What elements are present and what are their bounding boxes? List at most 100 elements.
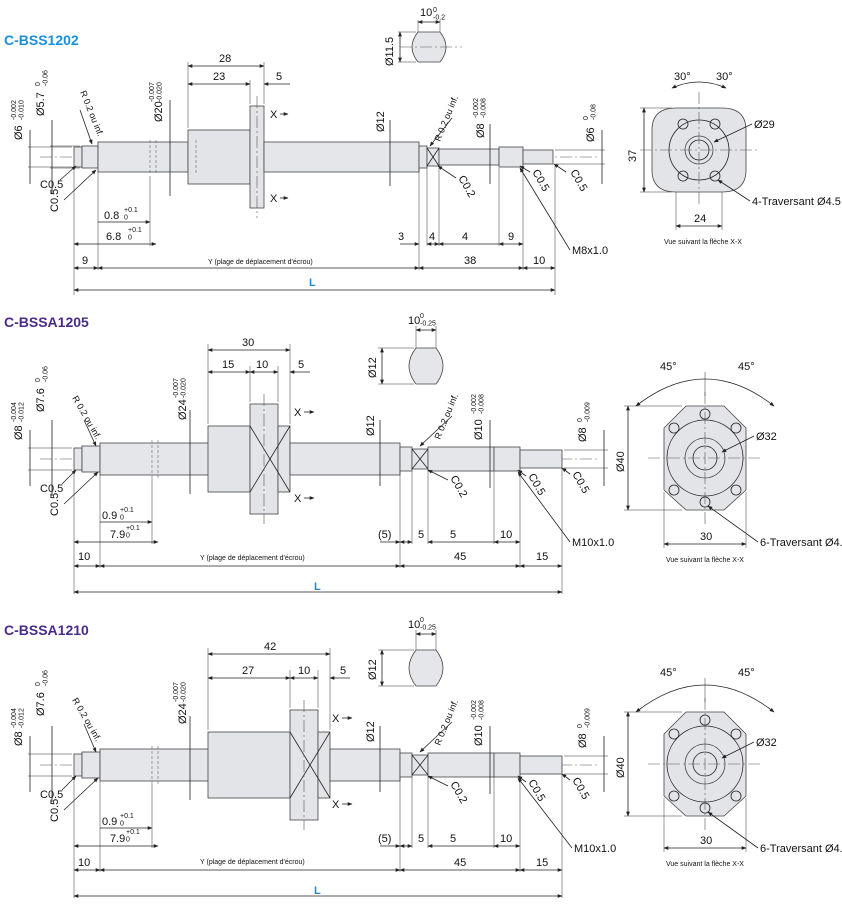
chamfer-right-2: C0.5: [569, 470, 591, 496]
left-end-length: 9: [82, 255, 88, 267]
right-end-length: 45: [454, 551, 466, 563]
nut-mid-length: 10: [256, 359, 268, 371]
chamfer-right-1: C0.5: [525, 472, 547, 498]
flat-width: 10: [408, 619, 420, 631]
chamfer-left-2: C0.5: [49, 799, 61, 822]
flange-holes: 6-Traversant Ø4.5: [760, 843, 842, 855]
bearing-seat-dia-tol: -0.002-0.008: [471, 394, 485, 414]
flange-angle-2: 45°: [738, 667, 755, 679]
dim-step-1: 3: [398, 231, 404, 243]
travel-range: Y (plage de déplacement d'écrou): [208, 259, 313, 266]
left-end-dia-tol: -0.004-0.012: [11, 708, 25, 728]
right-end-dia-tol: 0-0.009: [577, 708, 591, 728]
chamfer-right-2: C0.5: [569, 776, 591, 802]
flange-thickness: 5: [276, 71, 282, 83]
view-marker-top: X: [294, 407, 302, 419]
flange-angle-1: 45°: [660, 667, 677, 679]
thread-length: 15: [536, 551, 548, 563]
flange-height: Ø40: [615, 757, 627, 778]
flat-tol: 0-0.25: [420, 313, 436, 327]
right-end-dia: Ø6: [585, 127, 597, 142]
flange-end-view: [648, 392, 762, 524]
left-end-length: 10: [78, 857, 90, 869]
right-end-length: 38: [464, 255, 476, 267]
chamfer-left-2: C0.5: [49, 189, 61, 212]
dim-step-4: 9: [508, 231, 514, 243]
chamfer-right-1: C0.5: [525, 778, 547, 804]
flat-section-view: 10 0-0.25 Ø12: [367, 313, 444, 385]
flat-width: 10: [420, 7, 432, 19]
nut-dia-tol: -0.007-0.020: [149, 82, 163, 102]
chamfer-left-1: C0.5: [40, 179, 63, 191]
chamfer-left-1: C0.5: [40, 483, 63, 495]
flat-width: 10: [408, 315, 420, 327]
left-neck-dia-tol: 0-0.06: [35, 70, 49, 86]
left-neck-dia: Ø7.6: [35, 692, 47, 716]
model-title: C-BSSA1210: [4, 622, 89, 638]
flange-angle-2: 45°: [738, 361, 755, 373]
thread-spec: M10x1.0: [572, 537, 614, 549]
flange-pcd: Ø29: [754, 119, 775, 131]
groove-2: 7.9: [110, 529, 125, 541]
dim-step-3: 5: [450, 529, 456, 541]
shaft-side-view: [40, 394, 600, 524]
flange-width: 30: [700, 835, 712, 847]
right-radius: R 0.2 ou inf.: [433, 392, 460, 441]
left-neck-dia: Ø5.7: [35, 92, 47, 116]
total-length: L: [314, 581, 321, 593]
screw-dia: Ø12: [375, 111, 387, 132]
model-title: C-BSS1202: [4, 32, 79, 48]
right-end-length: 45: [454, 857, 466, 869]
nut-dia-tol: -0.007-0.020: [173, 682, 187, 702]
nut-length: 30: [242, 337, 254, 349]
flange-thickness: 5: [298, 359, 304, 371]
nut-dia: Ø24: [177, 399, 189, 420]
left-end-dia: Ø8: [13, 731, 25, 746]
groove-2: 7.9: [110, 833, 125, 845]
dim-step-3: 4: [462, 231, 468, 243]
view-marker-top: X: [270, 109, 278, 121]
flat-section-view: 10 0-0.25 Ø12: [367, 617, 444, 687]
left-end-length: 10: [78, 551, 90, 563]
flat-dia: Ø11.5: [384, 37, 396, 66]
dim-step-2: 4: [429, 231, 435, 243]
section-c-bssa1205: C-BSSA1205 10 0-0.25 Ø12: [4, 313, 842, 594]
total-length: L: [309, 277, 316, 289]
section-c-bss1202: C-BSS1202 10 0-0.2 Ø11.5: [4, 7, 841, 295]
flange-pcd: Ø32: [756, 737, 777, 749]
groove-1: 0.8: [104, 210, 119, 222]
groove-2: 6.8: [106, 231, 121, 243]
dim-step-4: 10: [500, 833, 512, 845]
dim-step-2: 5: [418, 833, 424, 845]
dim-step-1: (5): [378, 529, 391, 541]
view-marker-top: X: [332, 713, 340, 725]
left-neck-dia: Ø7.6: [35, 388, 47, 412]
left-end-dia: Ø6: [13, 125, 25, 140]
chamfer-mid: C0.2: [447, 780, 469, 806]
nut-length: 42: [264, 641, 276, 653]
view-marker-bottom: X: [270, 193, 278, 205]
section-c-bssa1210: C-BSSA1210 10 0-0.25 Ø12: [4, 617, 842, 898]
chamfer-mid: C0.2: [447, 474, 469, 500]
travel-range: Y (plage de déplacement d'écrou): [200, 859, 305, 866]
flange-angle-1: 45°: [660, 361, 677, 373]
flange-width: 24: [694, 213, 706, 225]
right-radius: R 0.2 ou inf.: [433, 94, 460, 143]
view-note: Vue suivant la flèche X-X: [664, 239, 742, 246]
dim-step-2: 5: [418, 529, 424, 541]
travel-range: Y (plage de déplacement d'écrou): [200, 555, 305, 562]
groove-1: 0.9: [102, 816, 117, 828]
flange-width: 30: [700, 531, 712, 543]
shaft-side-view: [40, 700, 600, 830]
right-end-dia: Ø8: [577, 427, 589, 442]
nut-body-length: 27: [242, 665, 254, 677]
screw-dia: Ø12: [365, 721, 377, 742]
nut-dia: Ø20: [153, 101, 165, 122]
flat-dia: Ø12: [367, 659, 379, 680]
flange-height: 37: [627, 150, 639, 162]
flange-end-view: [640, 92, 758, 206]
